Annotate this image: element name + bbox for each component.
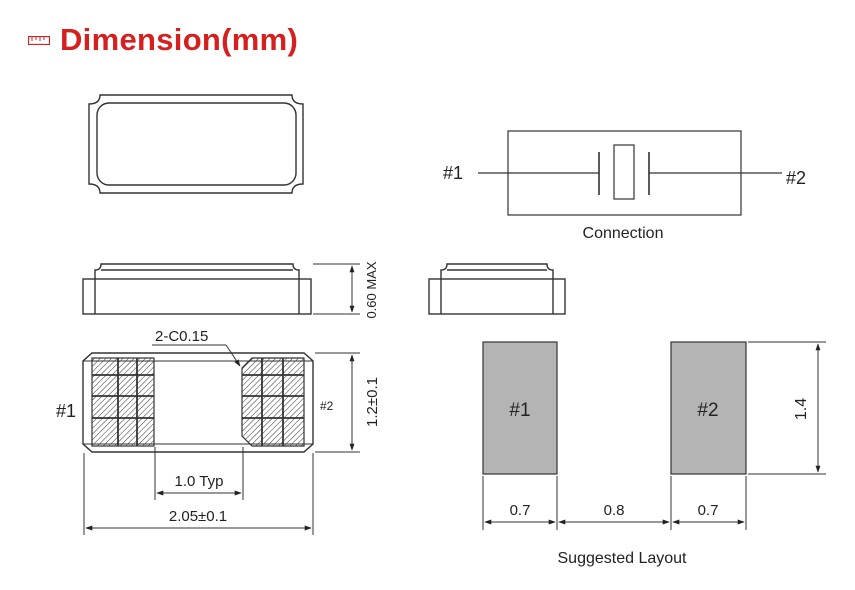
title-bar: Dimension(mm) (28, 18, 298, 62)
pitch-dimension (154, 447, 244, 500)
side-view (82, 263, 360, 315)
layout-pad1-label: #1 (509, 400, 530, 421)
layout-pad-2 (670, 341, 747, 475)
connection-caption: Connection (583, 225, 664, 242)
layout-height-dimension (748, 341, 826, 475)
layout-gap-label: 0.8 (604, 502, 625, 519)
page-title: Dimension(mm) (60, 22, 299, 57)
electrode-pad-1 (91, 357, 155, 447)
height-label: 0.60 MAX (364, 261, 379, 318)
chamfer-leader (152, 344, 241, 367)
length-label: 2.05±0.1 (169, 508, 227, 525)
crystal-body (613, 144, 635, 200)
layout-pad-1 (482, 341, 558, 475)
ruler-icon (28, 35, 50, 45)
layout-pad2-width-label: 0.7 (698, 502, 719, 519)
chamfer-label: 2-C0.15 (155, 328, 208, 345)
layout-pads (482, 341, 747, 475)
electrode-pad-2 (241, 357, 305, 447)
bottom-pin1-label: #1 (56, 401, 76, 421)
connection-pin1-label: #1 (443, 163, 463, 183)
package-outline-view (88, 94, 304, 194)
layout-caption: Suggested Layout (558, 550, 688, 567)
width-label: 1.2±0.1 (364, 377, 381, 427)
layout-width-dimensions (482, 476, 747, 530)
side-body (82, 278, 312, 315)
side-lid (94, 263, 300, 279)
bottom-body-outline (82, 352, 314, 453)
bottom-pin2-label: #2 (320, 399, 334, 413)
layout-pad2-label: #2 (697, 400, 718, 421)
pitch-label: 1.0 Typ (175, 473, 224, 490)
width-dimension (315, 352, 360, 453)
connection-pin2-label: #2 (786, 168, 806, 188)
length-dimension (83, 453, 314, 535)
package-outer-outline (88, 94, 304, 194)
end-view (428, 263, 566, 315)
layout-height-label: 1.4 (793, 398, 810, 420)
layout-pad1-width-label: 0.7 (510, 502, 531, 519)
connection-schematic (478, 130, 782, 216)
package-inner-outline (96, 102, 297, 186)
